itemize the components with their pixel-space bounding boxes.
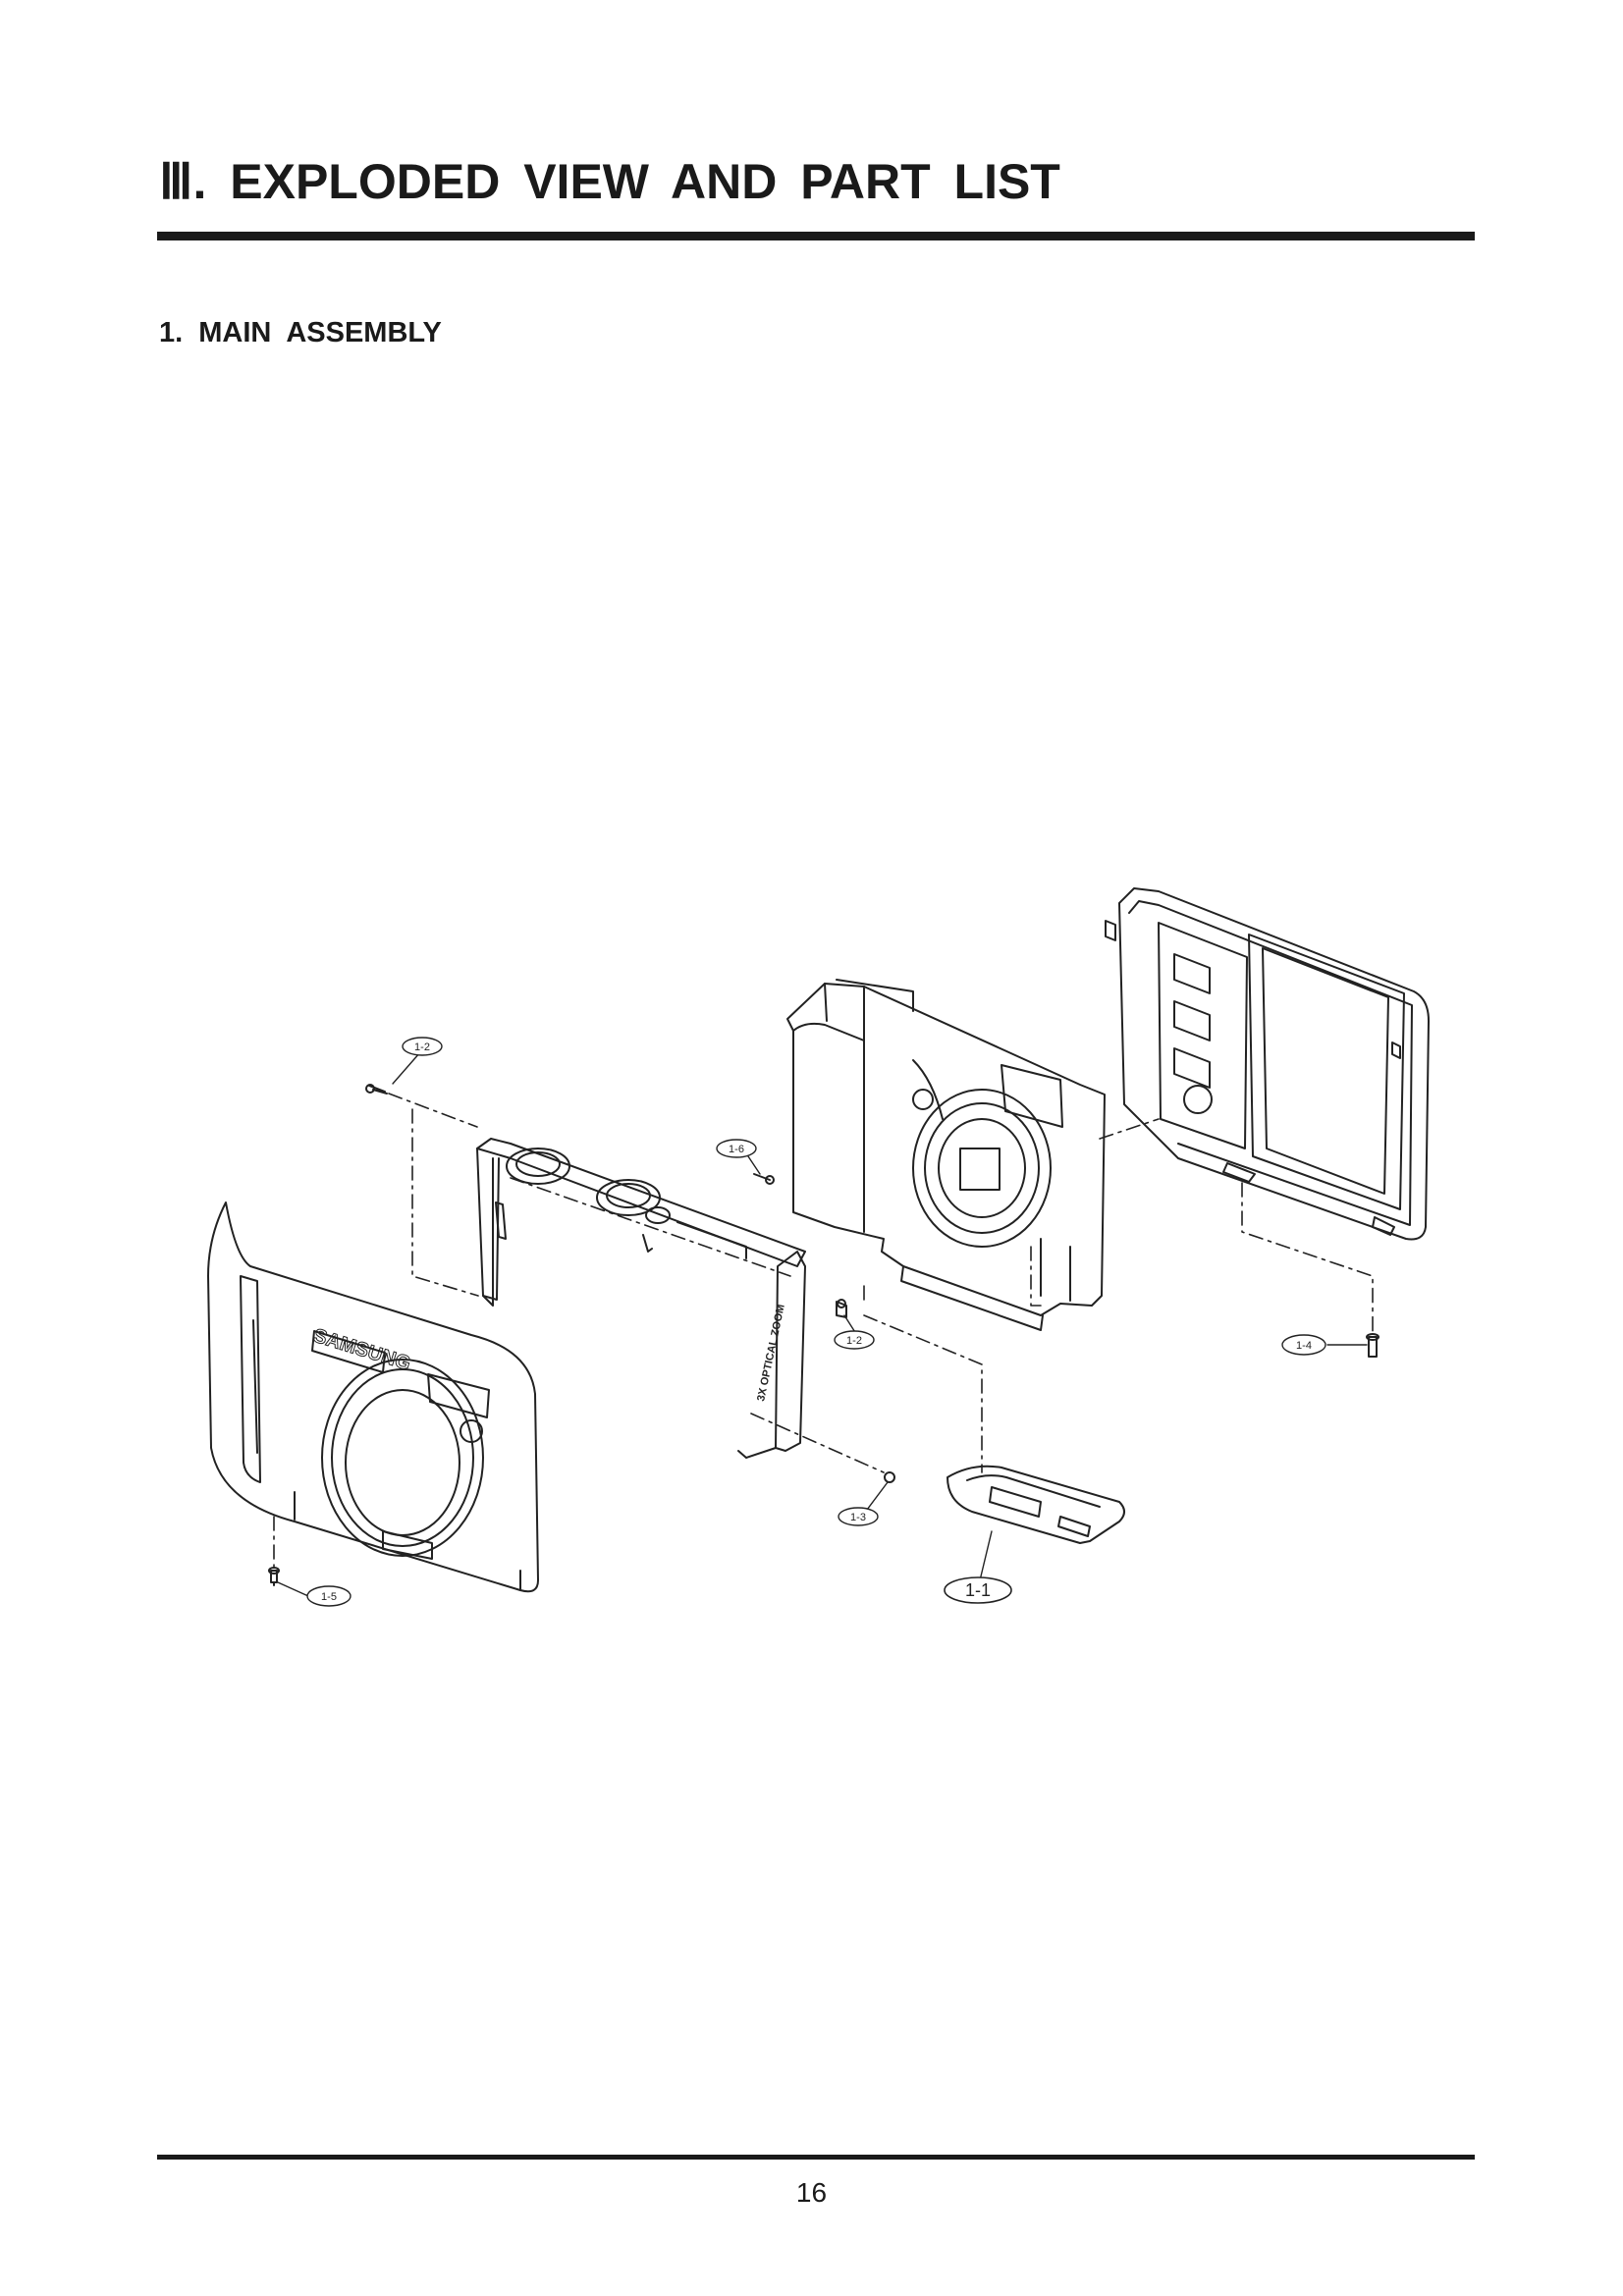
screw-1-2-mid [836,1299,847,1318]
callout-1-2-top: 1-2 [402,1037,443,1056]
screw-1-3 [884,1471,895,1483]
svg-text:1-2: 1-2 [846,1335,862,1347]
callout-1-6: 1-6 [716,1139,757,1158]
callout-1-3: 1-3 [838,1507,879,1526]
callout-1-5: 1-5 [306,1585,352,1607]
back-cover [1105,887,1430,1241]
front-cover [207,1201,539,1593]
zoom-marking: 3X OPTICAL ZOOM [755,1304,787,1403]
top-frame [476,1138,806,1459]
section-title: 1. MAIN ASSEMBLY [159,317,442,348]
screw-1-4 [1366,1333,1380,1358]
battery-cover [947,1465,1125,1544]
callout-1-1: 1-1 [944,1576,1012,1604]
title-rule [157,232,1475,240]
main-body-lens [786,979,1106,1331]
svg-text:1-4: 1-4 [1296,1340,1312,1352]
brand-marking: SAMSUNG [311,1325,413,1375]
screw-1-6 [753,1173,775,1185]
callout-1-2-mid: 1-2 [834,1330,875,1350]
page-number: 16 [795,2177,828,2208]
page-title: Ⅲ. EXPLODED VIEW AND PART LIST [159,154,1060,209]
footer-rule [157,2155,1475,2160]
screw-1-2-top [365,1084,388,1095]
svg-text:1-3: 1-3 [850,1512,866,1523]
assembly-guides [273,1093,1374,1570]
svg-text:1-6: 1-6 [729,1144,744,1155]
svg-text:1-1: 1-1 [965,1580,991,1600]
callout-1-4: 1-4 [1281,1334,1326,1356]
svg-text:1-2: 1-2 [414,1041,430,1053]
svg-text:1-5: 1-5 [321,1591,337,1603]
